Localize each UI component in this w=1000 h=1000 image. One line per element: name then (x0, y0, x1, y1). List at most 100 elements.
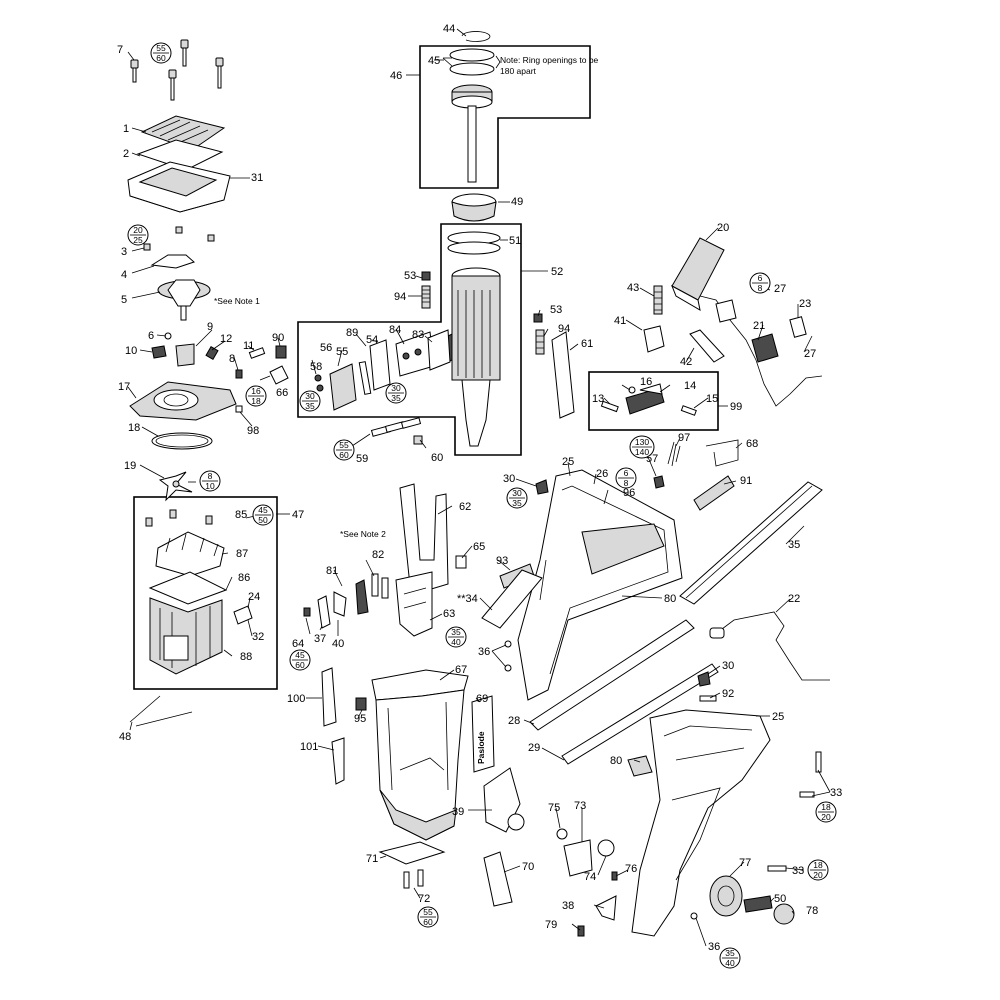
callout-78: 78 (806, 905, 818, 917)
spring-43 (653, 285, 663, 315)
callout-82: 82 (372, 549, 384, 561)
callout-37: 37 (314, 633, 326, 645)
fraction-bottom: 35 (391, 393, 401, 403)
callout-33-top: 33 (830, 787, 842, 799)
callout-46: 46 (390, 70, 402, 82)
callout-94-left: 94 (394, 291, 406, 303)
callout-94-right: 94 (558, 323, 570, 335)
callout-15: 15 (706, 393, 718, 405)
fraction-top: 18 (821, 802, 831, 812)
callout-24: 24 (248, 591, 260, 603)
callout-13: 13 (592, 393, 604, 405)
callout-18: 18 (128, 422, 140, 434)
callout-87: 87 (236, 548, 248, 560)
callout-1: 1 (123, 123, 129, 135)
wire-harness-21 (699, 295, 823, 407)
nosepiece-63 (395, 571, 433, 637)
spring-94-left (421, 285, 431, 309)
callout-51: 51 (509, 235, 521, 247)
fraction-top: 35 (451, 627, 461, 637)
callout-16: 16 (640, 376, 652, 388)
callout-40: 40 (332, 638, 344, 650)
callout-2: 2 (123, 148, 129, 160)
callout-7: 7 (117, 44, 123, 56)
fraction-bottom: 8 (624, 478, 629, 488)
wheel-39 (507, 813, 525, 831)
box-99-trigger-assembly (588, 371, 719, 431)
misc-small-parts-6-9-10-11-12 (151, 332, 289, 385)
callout-25-bottom: 25 (772, 711, 784, 723)
callout-21: 21 (753, 320, 765, 332)
callout-33-bottom: 33 (792, 865, 804, 877)
magazine-34 (481, 569, 543, 629)
fraction-bottom: 25 (133, 235, 143, 245)
callout-29: 29 (528, 742, 540, 754)
pin-79 (577, 925, 585, 937)
ring-note-line1: Note: Ring openings to be (500, 55, 599, 65)
fraction-bottom: 20 (821, 812, 831, 822)
callout-45: 45 (428, 55, 440, 67)
fraction-top: 45 (258, 505, 268, 515)
screws-72 (403, 869, 424, 889)
fraction-top: 30 (512, 488, 522, 498)
fraction-top: 16 (251, 386, 261, 396)
cylinder-head-31 (127, 161, 231, 213)
clip-65 (455, 555, 467, 569)
knob-78 (773, 903, 795, 925)
fraction-badge-20-25: 20 25 (127, 224, 149, 246)
callout-86: 86 (238, 572, 250, 584)
callout-19: 19 (124, 460, 136, 472)
callout-76: 76 (625, 863, 637, 875)
callout-20: 20 (717, 222, 729, 234)
label-69: Paslode (471, 695, 495, 773)
fraction-badge-130-140: 130 140 (629, 435, 655, 459)
fraction-badge-6-8-top: 6 8 (749, 272, 771, 294)
fan-motor-47-contents (145, 509, 253, 675)
callout-49: 49 (511, 196, 523, 208)
cord-22 (717, 611, 830, 681)
callout-38: 38 (562, 900, 574, 912)
callout-75: 75 (548, 802, 560, 814)
callout-36-bottom: 36 (708, 941, 720, 953)
clip-95 (355, 697, 367, 711)
fraction-top: 8 (208, 471, 213, 481)
callout-22: 22 (788, 593, 800, 605)
callout-25-top: 25 (562, 456, 574, 468)
latch-91 (693, 475, 735, 511)
callout-85: 85 (235, 509, 247, 521)
callout-30-mid: 30 (722, 660, 734, 672)
fraction-badge-55-60-mid: 55 60 (333, 439, 355, 461)
callout-27-bottom: 27 (804, 348, 816, 360)
callout-3: 3 (121, 246, 127, 258)
callout-47: 47 (292, 509, 304, 521)
callout-90: 90 (272, 332, 284, 344)
fraction-top: 35 (725, 948, 735, 958)
fraction-badge-6-8-mid: 6 8 (615, 467, 637, 489)
fraction-bottom: 35 (512, 498, 522, 508)
callout-11: 11 (243, 340, 254, 352)
callout-48: 48 (119, 731, 131, 743)
fraction-top: 20 (133, 225, 143, 235)
link-61 (551, 331, 575, 419)
callout-93: 93 (496, 555, 508, 567)
callout-58: 58 (310, 361, 322, 373)
lever-42 (689, 329, 725, 363)
spark-unit-5 (157, 279, 211, 321)
callout-6: 6 (148, 330, 154, 342)
see-note-1: *See Note 1 (214, 296, 260, 306)
fraction-bottom: 40 (725, 958, 735, 968)
spring-94-right (535, 329, 545, 355)
callout-72: 72 (418, 893, 430, 905)
bracket-41 (643, 325, 665, 353)
fraction-top: 55 (423, 907, 433, 917)
callout-66: 66 (276, 387, 288, 399)
fan-19 (158, 471, 193, 502)
screw-30-top (535, 479, 549, 495)
callout-labels: 1 2 3 4 5 6 7 8 9 10 11 12 13 14 15 16 1… (117, 23, 842, 953)
callout-50: 50 (774, 893, 786, 905)
fraction-bottom: 10 (205, 481, 215, 491)
piston-driver (451, 84, 493, 183)
fraction-badge-18-20-bottom: 18 20 (807, 859, 829, 881)
spring-97 (667, 441, 681, 467)
screws-33 (767, 751, 822, 872)
